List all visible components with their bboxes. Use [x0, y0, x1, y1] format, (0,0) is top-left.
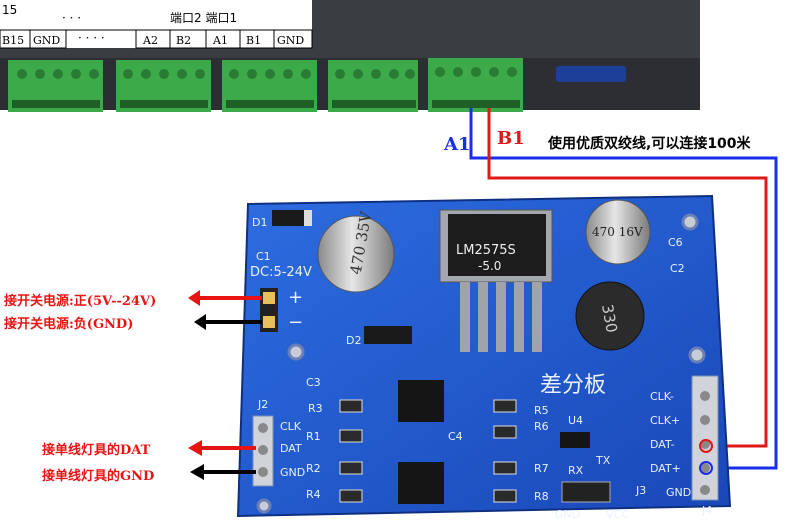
inductor-label: 330 — [598, 303, 621, 334]
j3-rx: RX — [568, 464, 584, 477]
ref-c3: C3 — [306, 376, 321, 389]
right-pin-clk-plus: CLK+ — [650, 414, 680, 427]
right-pin-gnd: GND — [666, 486, 691, 499]
ref-r7: R7 — [534, 462, 549, 475]
ref-c1: C1 — [256, 250, 271, 263]
right-pin-clk-minus: CLK- — [650, 390, 674, 403]
terminal-blocks — [8, 58, 523, 112]
left-pin-dat: DAT — [280, 442, 302, 455]
ref-r1: R1 — [306, 430, 321, 443]
wire-label-a1: A1 — [444, 134, 471, 155]
annotation-lamp-dat: 接单线灯具的DAT — [42, 443, 151, 458]
chip-lower — [398, 462, 444, 504]
ref-c2: C2 — [670, 262, 685, 275]
annotation-power-positive: 接开关电源:正(5V--24V) — [4, 294, 157, 309]
port-header: 端口2 端口1 — [170, 11, 237, 25]
plus-sign: + — [288, 287, 303, 308]
terminal-label-a2: A2 — [142, 34, 158, 47]
chip-upper — [398, 380, 444, 422]
terminal-label-b2: B2 — [176, 34, 191, 47]
cap-right-label: 470 16V — [592, 225, 643, 239]
ref-r3: R3 — [308, 402, 323, 415]
svg-text:· · · ·: · · · · — [78, 31, 105, 45]
wire-a1-blue — [469, 108, 778, 470]
right-pin-dat-plus: DAT+ — [650, 462, 681, 475]
ref-j2: J2 — [257, 398, 268, 411]
wire-label-b1: B1 — [497, 128, 525, 149]
ref-r2: R2 — [306, 462, 321, 475]
twisted-pair-wires — [469, 108, 778, 470]
j3-gnd: GND — [555, 508, 580, 521]
ref-u4: U4 — [568, 414, 583, 427]
terminal-label-cells: B15 GND A2 B2 A1 B1 GND 端口2 端口1 15 · · ·… — [0, 3, 313, 49]
ref-d2: D2 — [346, 334, 361, 347]
annotation-lamp-gnd: 接单线灯具的GND — [42, 469, 155, 484]
twisted-pair-note: 使用优质双绞线,可以连接100米 — [548, 136, 751, 152]
capacitor-470-16v — [585, 199, 651, 265]
inductor-330 — [575, 281, 645, 351]
svg-text:· · ·: · · · — [62, 11, 81, 25]
terminal-label-b1: B1 — [246, 34, 261, 47]
lm2575-regulator: LM2575S -5.0 — [439, 209, 553, 352]
j3-tx: TX — [595, 454, 611, 467]
ref-r6: R6 — [534, 420, 549, 433]
power-label: DC:5-24V — [250, 265, 312, 280]
terminal-label-gnd-right: GND — [277, 34, 304, 47]
terminal-label-gnd-left: GND — [33, 34, 60, 47]
right-pin-dat-minus: DAT- — [650, 438, 675, 451]
ref-d1: D1 — [252, 216, 267, 229]
minus-sign: − — [288, 312, 303, 333]
left-pin-gnd: GND — [280, 466, 305, 479]
regulator-label: LM2575S — [456, 243, 516, 258]
ref-r8: R8 — [534, 490, 549, 503]
regulator-sub: -5.0 — [478, 259, 501, 273]
controller-device: B15 GND A2 B2 A1 B1 GND 端口2 端口1 15 · · ·… — [0, 0, 700, 112]
annotation-arrows — [188, 290, 262, 480]
differential-board: 470 35V 470 16V LM2575S -5.0 330 — [236, 194, 732, 521]
capacitor-470-35v — [317, 215, 395, 293]
annotation-power-negative: 接开关电源:负(GND) — [4, 317, 134, 332]
ref-r4: R4 — [306, 488, 321, 501]
ref-j4: J4 — [701, 504, 712, 517]
left-pin-clk: CLK — [280, 420, 302, 433]
left-header: 15 — [2, 3, 17, 17]
ref-c6: C6 — [668, 236, 683, 249]
ref-j3: J3 — [635, 484, 646, 497]
j3-vcc: VCC — [606, 508, 629, 521]
ref-r5: R5 — [534, 404, 549, 417]
terminal-label-b15: B15 — [2, 34, 24, 47]
wire-b1-red — [487, 108, 768, 448]
terminal-label-a1: A1 — [212, 34, 228, 47]
board-title: 差分板 — [540, 373, 606, 398]
ref-c4: C4 — [448, 430, 463, 443]
